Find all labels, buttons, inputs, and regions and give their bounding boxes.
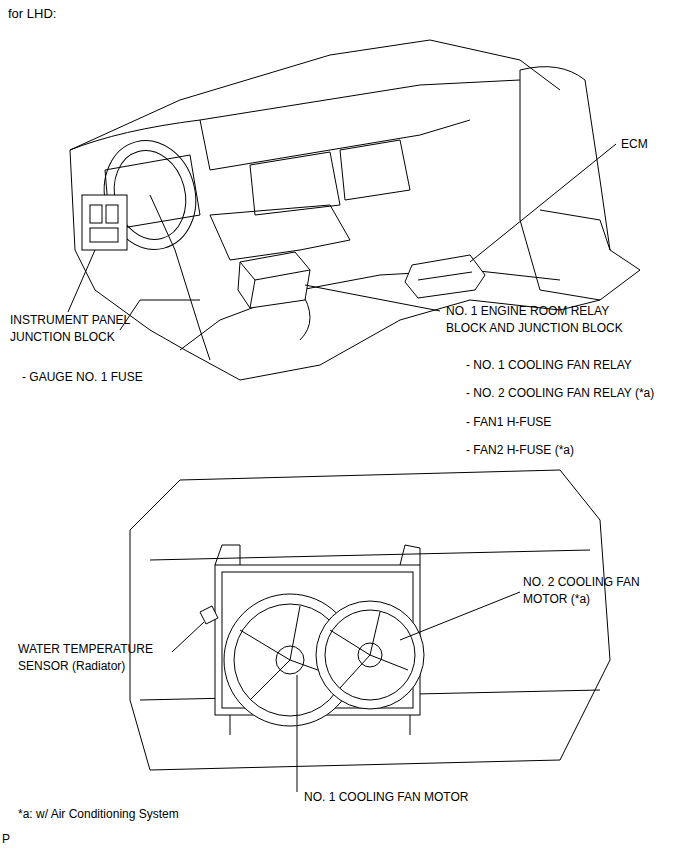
component-item: - FAN2 H-FUSE (*a) [466,442,686,459]
component-item: - GAUGE NO. 1 FUSE [22,369,202,386]
component-item: - NO. 2 COOLING FAN RELAY (*a) [466,385,686,402]
front-illustration [130,470,610,792]
part-label: NO. 1 COOLING FAN MOTOR [304,789,524,806]
component-item: - FAN1 H-FUSE [466,414,686,431]
footnote: *a: w/ Air Conditioning System [18,806,278,823]
part-label: NO. 2 COOLING FAN MOTOR (*a) [523,574,641,608]
part-label: NO. 1 ENGINE ROOM RELAY BLOCK AND JUNCTI… [446,303,646,337]
watermark: P [2,831,32,848]
title: for LHD: [8,6,56,21]
part-label: ECM [621,136,681,153]
part-label: WATER TEMPERATURE SENSOR (Radiator) [18,641,173,675]
part-label: INSTRUMENT PANEL JUNCTION BLOCK [10,312,170,346]
component-item: - NO. 1 COOLING FAN RELAY [466,357,686,374]
